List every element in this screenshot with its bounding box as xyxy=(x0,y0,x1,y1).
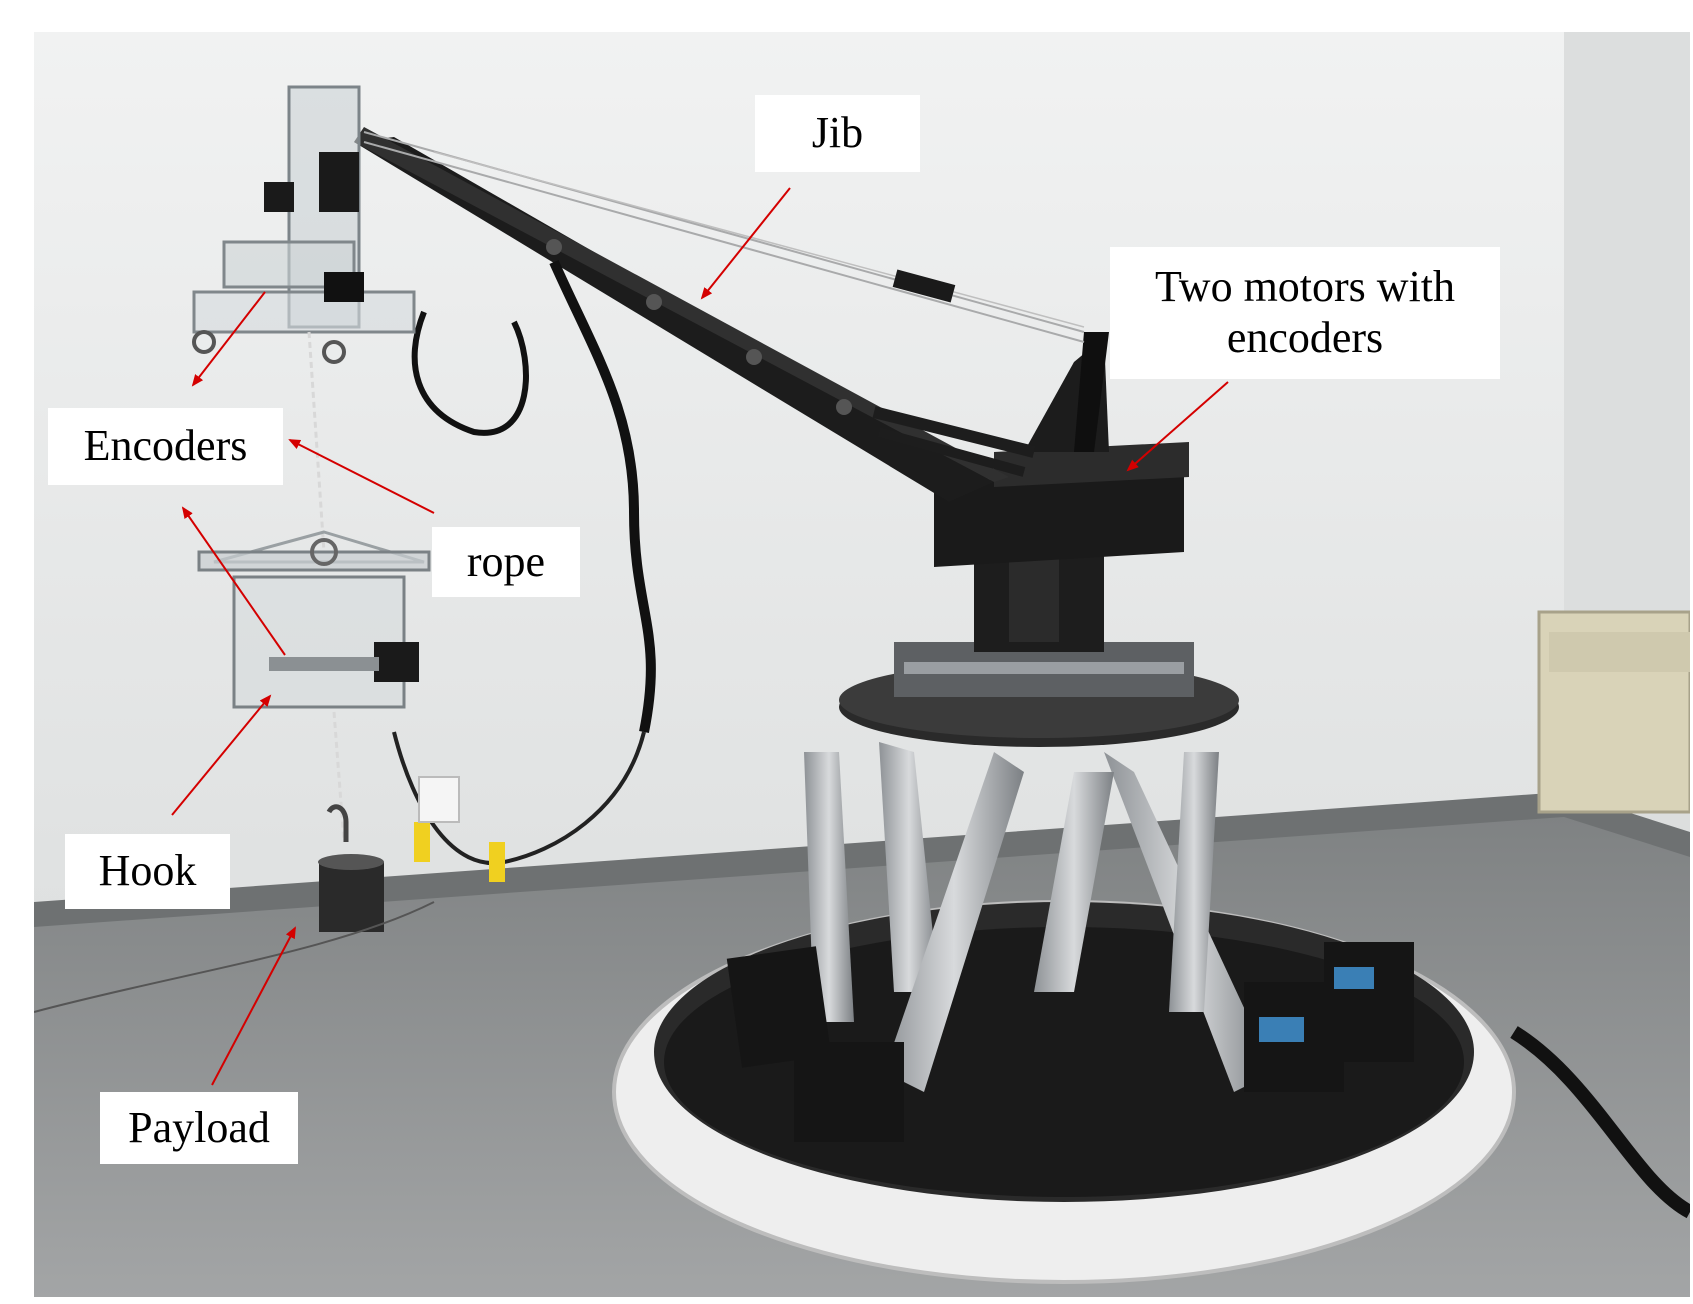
crane-experiment-photo xyxy=(34,32,1690,1297)
motors-label: Two motors with encoders xyxy=(1110,247,1500,379)
jib-label: Jib xyxy=(755,95,920,172)
encoders-label: Encoders xyxy=(48,408,283,485)
rope-label: rope xyxy=(432,527,580,597)
hook-label: Hook xyxy=(65,834,230,909)
payload-label: Payload xyxy=(100,1092,298,1164)
